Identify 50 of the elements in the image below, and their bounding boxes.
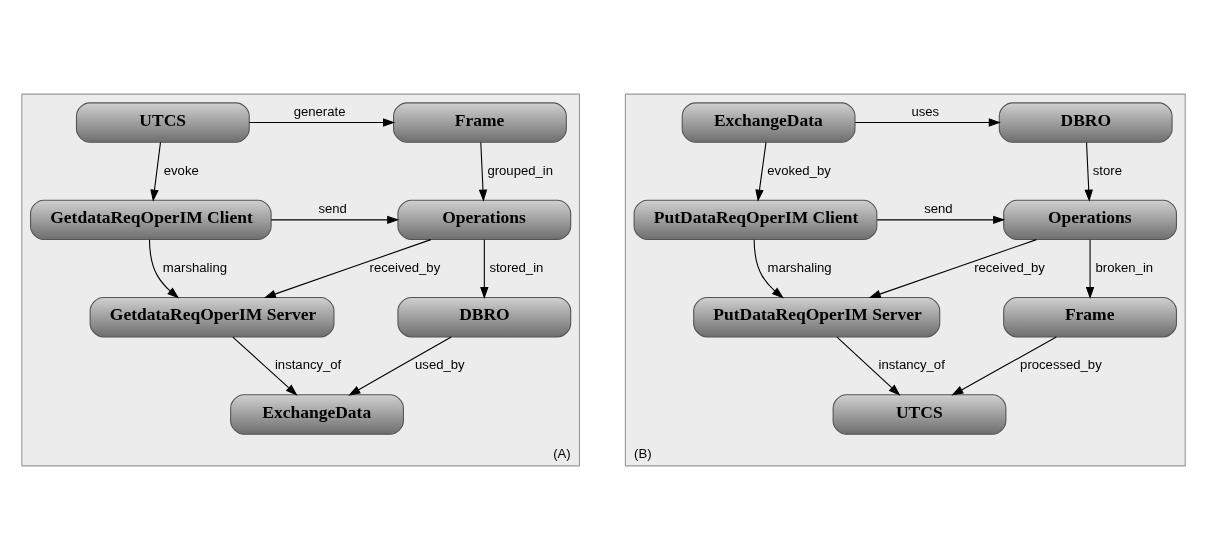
node-box: PutDataReqOperIM Server — [693, 296, 941, 338]
edge-label: marshaling — [767, 259, 832, 275]
edge-label: marshaling — [162, 259, 227, 275]
arrow — [1085, 239, 1095, 299]
arrow — [480, 239, 489, 299]
arrow — [478, 141, 488, 202]
edge-label: stored_in — [489, 259, 544, 275]
arrow — [854, 118, 1001, 127]
edge-label: send — [924, 200, 953, 216]
edge-label: instancy_of — [878, 357, 945, 373]
edge-label: send — [318, 200, 347, 216]
arrow — [1084, 141, 1093, 202]
edge-label: broken_in — [1095, 259, 1154, 275]
edge-label: received_by — [974, 259, 1045, 275]
arrow — [951, 336, 1057, 396]
arrow — [150, 141, 162, 202]
arrow — [753, 239, 784, 299]
node-box: Operations — [397, 199, 572, 241]
arrow — [348, 336, 452, 396]
edge-label: received_by — [369, 259, 441, 275]
arrow — [876, 215, 1006, 225]
edge-label: processed_by — [1020, 357, 1102, 373]
arrow — [868, 239, 1037, 298]
node-box: Frame — [393, 102, 567, 143]
arrow — [232, 336, 298, 396]
node-box: PutDataReqOperIM Client — [633, 199, 878, 241]
arrow — [148, 239, 180, 299]
edge-label: generate — [293, 103, 346, 119]
edge-label: used_by — [415, 357, 465, 373]
node-box: Frame — [1003, 296, 1177, 338]
arrow — [270, 215, 400, 225]
node-box: GetdataReqOperIM Server — [89, 296, 335, 338]
edge-label: evoked_by — [767, 162, 831, 178]
edge-label: uses — [911, 103, 940, 119]
node-box: ExchangeData — [681, 102, 856, 143]
node-box: DBRO — [998, 102, 1173, 143]
node-box: DBRO — [397, 296, 572, 338]
edge-label: grouped_in — [487, 162, 554, 178]
node-box: ExchangeData — [230, 394, 404, 435]
node-box: GetdataReqOperIM Client — [30, 199, 272, 241]
arrow — [836, 336, 901, 396]
arrow — [263, 239, 432, 298]
edge-label: evoke — [163, 162, 199, 178]
node-box: UTCS — [832, 394, 1007, 435]
arrow — [755, 141, 767, 202]
node-box: Operations — [1003, 199, 1177, 241]
edge-label: instancy_of — [274, 357, 342, 373]
arrow — [248, 118, 396, 127]
node-box: UTCS — [75, 102, 250, 143]
edge-label: store — [1092, 162, 1122, 178]
